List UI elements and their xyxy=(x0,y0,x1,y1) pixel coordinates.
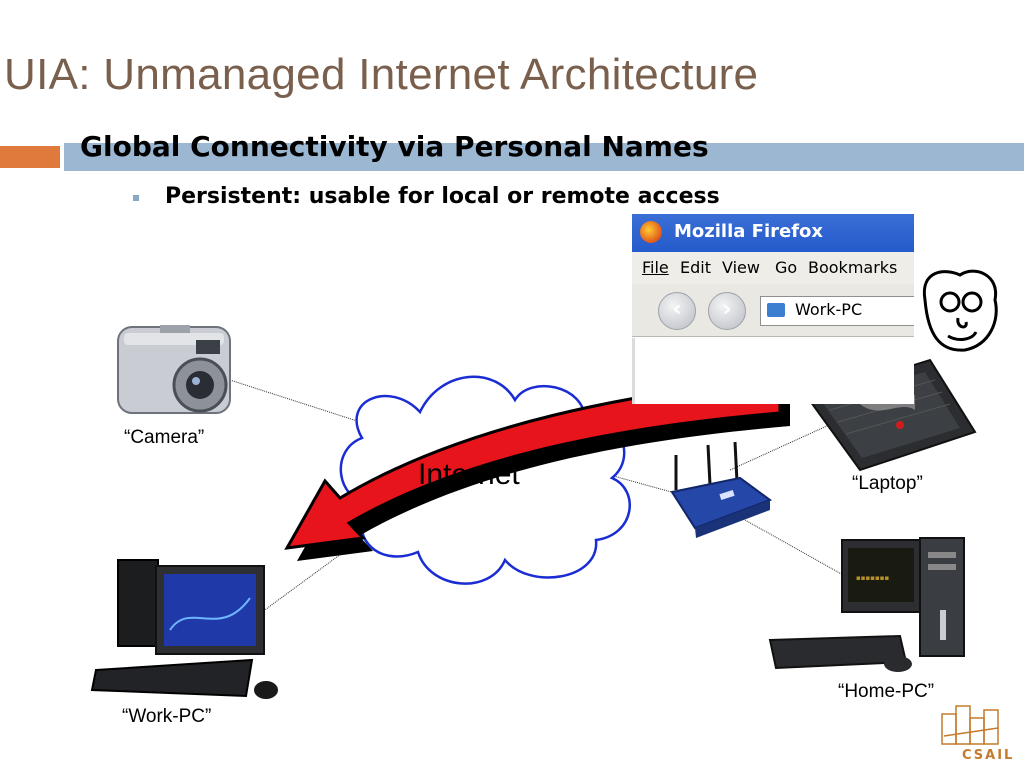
folder-icon xyxy=(767,303,785,317)
browser-window: Mozilla Firefox File Edit View Go Bookma… xyxy=(632,214,914,404)
csail-logo-graphic xyxy=(941,705,999,745)
browser-titlebar: Mozilla Firefox xyxy=(632,214,914,252)
camera-label: “Camera” xyxy=(124,427,205,448)
home-pc-label: “Home-PC” xyxy=(838,681,935,702)
laptop-label: “Laptop” xyxy=(852,473,923,494)
menu-view[interactable]: View xyxy=(722,258,760,277)
menu-file[interactable]: File xyxy=(642,258,669,277)
browser-title: Mozilla Firefox xyxy=(674,221,824,242)
line-cloud-router xyxy=(609,474,701,501)
back-arrow-icon: ‹ xyxy=(672,297,682,322)
menu-bookmarks[interactable]: Bookmarks xyxy=(808,258,898,277)
line-router-laptop xyxy=(729,419,841,471)
svg-text:▪▪▪▪▪▪▪: ▪▪▪▪▪▪▪ xyxy=(856,574,889,582)
browser-toolbar: ‹ › Work-PC xyxy=(632,284,914,337)
slide-subtitle: Global Connectivity via Personal Names xyxy=(80,130,709,163)
browser-content xyxy=(632,338,914,404)
browser-menubar: File Edit View Go Bookmarks xyxy=(632,252,914,284)
bullet-marker xyxy=(133,195,139,201)
title-accent-orange xyxy=(0,146,60,168)
home-pc-device: ▪▪▪▪▪▪▪ xyxy=(768,537,965,672)
forward-button[interactable]: › xyxy=(708,292,746,330)
subtitle-bar xyxy=(64,143,1024,171)
work-pc-device xyxy=(90,559,278,699)
cloud-label: Internet xyxy=(418,458,520,491)
slide-title: UIA: Unmanaged Internet Architecture xyxy=(4,50,759,99)
menu-edit[interactable]: Edit xyxy=(680,258,711,277)
work-pc-label: “Work-PC” xyxy=(122,706,212,727)
router-device xyxy=(670,441,773,538)
connection-arrow xyxy=(284,376,790,561)
csail-logo-text: CSAIL xyxy=(962,748,1015,763)
url-text: Work-PC xyxy=(795,300,863,319)
back-button[interactable]: ‹ xyxy=(658,292,696,330)
forward-arrow-icon: › xyxy=(722,297,732,322)
menu-go[interactable]: Go xyxy=(775,258,798,277)
camera-device xyxy=(117,325,231,414)
url-bar[interactable]: Work-PC xyxy=(760,296,914,326)
connector-lines xyxy=(229,379,871,613)
bullet-text: Persistent: usable for local or remote a… xyxy=(165,184,720,209)
user-face-drawing xyxy=(922,269,998,352)
firefox-icon xyxy=(640,221,662,243)
line-workpc-cloud xyxy=(261,539,361,613)
